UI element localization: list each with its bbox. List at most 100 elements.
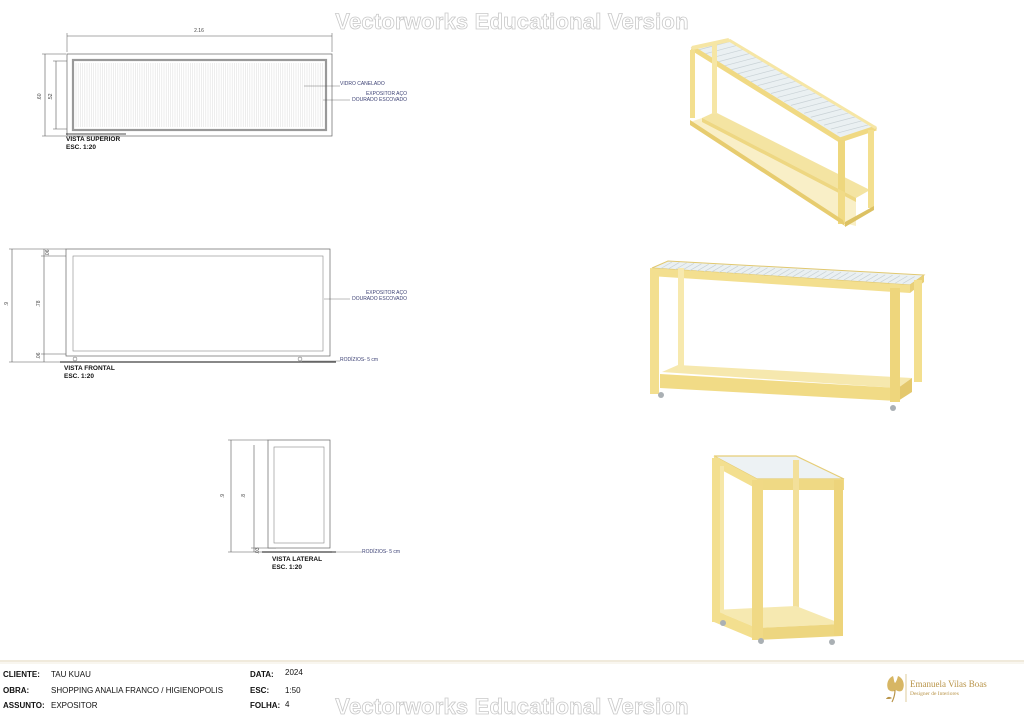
fluted-glass xyxy=(75,63,323,127)
note-frontal-rodizios: RODÍZIOS- 5 cm xyxy=(340,356,378,363)
note-frontal-steel-1: EXPOSITOR AÇO xyxy=(366,290,407,296)
flute-line xyxy=(814,270,827,279)
flute-line xyxy=(681,263,695,271)
flute-line xyxy=(755,267,768,276)
note-superior-steel-2: DOURADO ESCOVADO xyxy=(352,97,407,103)
flute-line xyxy=(804,103,839,114)
flute-line xyxy=(674,262,687,271)
render-frontal xyxy=(650,260,926,411)
flute-line xyxy=(757,76,792,86)
flute-line xyxy=(817,111,852,122)
dim-frontal-top: .06 xyxy=(45,249,51,256)
flute-line xyxy=(689,263,702,272)
view-superior-scale: ESC. 1:20 xyxy=(66,144,96,151)
flute-line xyxy=(887,275,901,283)
dim-frontal-total: .9 xyxy=(4,302,10,306)
flute-line xyxy=(770,84,806,94)
label-obra: OBRA: xyxy=(3,686,30,695)
view-frontal-title: VISTA FRONTAL xyxy=(64,365,115,372)
flute-line xyxy=(659,261,673,270)
flute-line xyxy=(751,72,786,82)
flute-line xyxy=(828,271,842,280)
dim-lateral-bottom: .03 xyxy=(255,547,261,554)
flute-line xyxy=(726,265,739,274)
value-assunto: EXPOSITOR xyxy=(51,701,98,710)
flute-line xyxy=(806,270,820,279)
logo-subtitle: Designer de Interiores xyxy=(910,691,959,697)
dim-frontal-mid: .78 xyxy=(36,300,42,307)
value-obra: SHOPPING ANALIA FRANCO / HIGIENOPOLIS xyxy=(51,686,224,695)
flute-line xyxy=(821,271,834,280)
flute-line xyxy=(865,274,879,282)
render-perspective xyxy=(690,38,878,227)
flute-line xyxy=(696,263,709,272)
flute-line xyxy=(667,262,680,270)
view-superior: 2.16 .60 .52 VIDRO CANELADO EXPOSITOR AÇ… xyxy=(37,28,407,151)
note-vidro-canelado: VIDRO CANELADO xyxy=(340,81,385,87)
view-lateral-scale: ESC. 1:20 xyxy=(272,564,302,571)
flute-line xyxy=(784,92,819,102)
flute-line xyxy=(764,80,799,90)
view-lateral: .9 .8 .03 RODÍZIOS- 5 cm VISTA LATERAL E… xyxy=(220,439,400,571)
watermark-bottom: Vectorworks Educational Version xyxy=(335,694,689,720)
flute-line xyxy=(836,272,849,280)
lateral-inner-frame xyxy=(273,446,325,544)
view-frontal: .9 .06 .78 .06 EXPOSITOR AÇO DOURADO ESC… xyxy=(4,248,407,380)
frontal-inner-frame xyxy=(72,255,324,352)
label-assunto: ASSUNTO: xyxy=(3,701,45,710)
label-folha: FOLHA: xyxy=(250,701,281,710)
value-cliente: TAU KUAU xyxy=(51,670,91,679)
flute-line xyxy=(810,107,845,118)
flute-line xyxy=(895,275,908,284)
flute-line xyxy=(797,99,832,110)
view-superior-title: VISTA SUPERIOR xyxy=(66,136,120,143)
frontal-outer-frame xyxy=(65,248,331,357)
flute-line xyxy=(748,266,761,275)
flute-line xyxy=(777,268,790,277)
lateral-outer-frame xyxy=(267,439,331,549)
value-esc: 1:50 xyxy=(285,686,301,695)
tulip-icon xyxy=(886,676,904,703)
flute-line xyxy=(711,264,724,273)
flute-line xyxy=(784,269,798,277)
flute-line xyxy=(880,274,893,283)
flute-line xyxy=(824,115,859,126)
dim-superior-outer: .60 xyxy=(37,93,43,100)
dim-lateral-total: .9 xyxy=(220,494,226,498)
flute-line xyxy=(777,88,812,98)
flute-line xyxy=(724,56,759,67)
flute-line xyxy=(799,270,812,278)
flute-line xyxy=(744,68,779,79)
note-superior-steel-1: EXPOSITOR AÇO xyxy=(366,91,407,97)
flute-line xyxy=(718,265,731,273)
flute-line xyxy=(740,266,754,275)
logo-name: Emanuela Vilas Boas xyxy=(910,679,987,689)
flute-line xyxy=(873,274,886,283)
flute-line xyxy=(717,52,752,63)
flute-line xyxy=(902,276,915,284)
dim-superior-width: 2.16 xyxy=(194,28,204,34)
flute-line xyxy=(704,44,739,55)
note-lateral-rodizios: RODÍZIOS- 5 cm xyxy=(362,548,400,555)
flute-line xyxy=(843,272,856,281)
flute-line xyxy=(731,60,766,71)
dim-superior-inner: .52 xyxy=(48,93,54,100)
flute-line xyxy=(703,264,717,272)
flute-line xyxy=(733,266,746,274)
dim-frontal-bottom: .06 xyxy=(36,352,42,359)
flute-line xyxy=(837,123,872,134)
flute-line xyxy=(770,268,783,276)
render-frontal-flutes xyxy=(659,261,915,284)
view-lateral-title: VISTA LATERAL xyxy=(272,556,322,563)
dim-lateral-mid: .8 xyxy=(241,494,247,498)
flute-line xyxy=(762,267,776,276)
value-folha: 4 xyxy=(285,700,290,709)
superior-steel-frame xyxy=(71,58,328,132)
note-frontal-steel-2: DOURADO ESCOVADO xyxy=(352,296,407,302)
value-data: 2024 xyxy=(285,668,303,677)
flute-line xyxy=(851,273,864,281)
label-data: DATA: xyxy=(250,670,274,679)
flute-line xyxy=(830,119,865,130)
render-lateral xyxy=(712,455,845,645)
